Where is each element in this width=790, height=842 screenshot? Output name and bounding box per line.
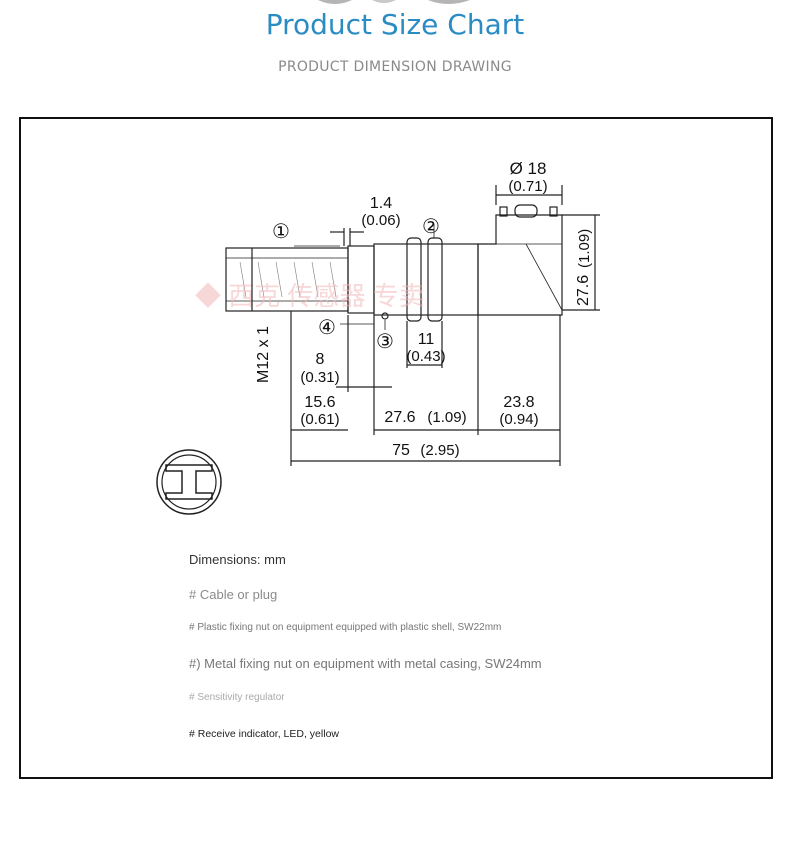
dim-11-mm: 11 xyxy=(418,331,435,348)
angled-housing xyxy=(477,214,563,316)
callout-1: ① xyxy=(272,221,290,243)
dim-276-mm: 27.6 xyxy=(384,409,415,426)
dim-height-mm: 27.6 xyxy=(575,275,592,306)
dim-75-mm: 75 xyxy=(392,442,410,459)
note-sensitivity: # Sensitivity regulator xyxy=(189,692,285,703)
dim-238-mm: 23.8 xyxy=(503,394,534,411)
note-led: # Receive indicator, LED, yellow xyxy=(189,728,339,740)
led-window xyxy=(514,204,538,218)
drawing-frame xyxy=(19,117,773,779)
dim-156-mm: 15.6 xyxy=(304,394,335,411)
cross-section-icon xyxy=(156,449,222,515)
dim-height: 27.6 (1.09) xyxy=(562,214,600,311)
dim-11: 11 (0.43) xyxy=(406,321,446,368)
dim-gap-in: (0.06) xyxy=(361,212,400,229)
dim-height-in: (1.09) xyxy=(576,229,593,268)
dim-gap: 1.4 (0.06) xyxy=(330,195,401,246)
watermark: ◆ 西克 传感器 专卖 xyxy=(195,281,425,311)
callout-group: ① ② ④ ③ xyxy=(272,216,440,353)
fixing-nut-1 xyxy=(406,237,422,322)
page-subtitle: PRODUCT DIMENSION DRAWING xyxy=(278,59,512,75)
connector-tab-left xyxy=(499,206,508,217)
note-plastic-nut: # Plastic fixing nut on equipment equipp… xyxy=(189,622,502,633)
dim-75-in: (2.95) xyxy=(420,442,459,459)
dim-gap-mm: 1.4 xyxy=(370,195,392,212)
dim-8-in: (0.31) xyxy=(300,369,339,386)
note-cable: # Cable or plug xyxy=(189,587,278,602)
dim-8-mm: 8 xyxy=(316,351,325,368)
connector-tab-right xyxy=(549,206,558,217)
page-title: Product Size Chart xyxy=(265,8,525,41)
callout-3: ③ xyxy=(376,331,394,353)
dim-thread: M12 x 1 xyxy=(226,247,272,383)
dim-238-in: (0.94) xyxy=(499,411,538,428)
regulator-nub xyxy=(381,312,389,320)
callout-4: ④ xyxy=(318,317,336,339)
dim-dia-mm: Ø 18 xyxy=(510,159,547,178)
dim-dia-in: (0.71) xyxy=(508,178,547,195)
dim-8: 8 (0.31) xyxy=(300,315,392,392)
dim-diameter: Ø 18 (0.71) xyxy=(495,159,563,205)
dim-11-in: (0.43) xyxy=(406,348,445,365)
fixing-nut-2 xyxy=(427,237,443,322)
top-decoration xyxy=(318,0,470,4)
note-dimensions: Dimensions: mm xyxy=(189,552,286,567)
callout-2: ② xyxy=(422,216,440,238)
dim-276-in: (1.09) xyxy=(427,409,466,426)
note-metal-nut: #) Metal fixing nut on equipment with me… xyxy=(189,656,542,671)
dim-156-in: (0.61) xyxy=(300,411,339,428)
thread-label: M12 x 1 xyxy=(255,326,272,383)
dim-bottom-row: 15.6 (0.61) 27.6 (1.09) 23.8 (0.94) 75 (… xyxy=(290,311,561,466)
sensor-body: ◆ 西克 传感器 专卖 xyxy=(195,204,563,322)
